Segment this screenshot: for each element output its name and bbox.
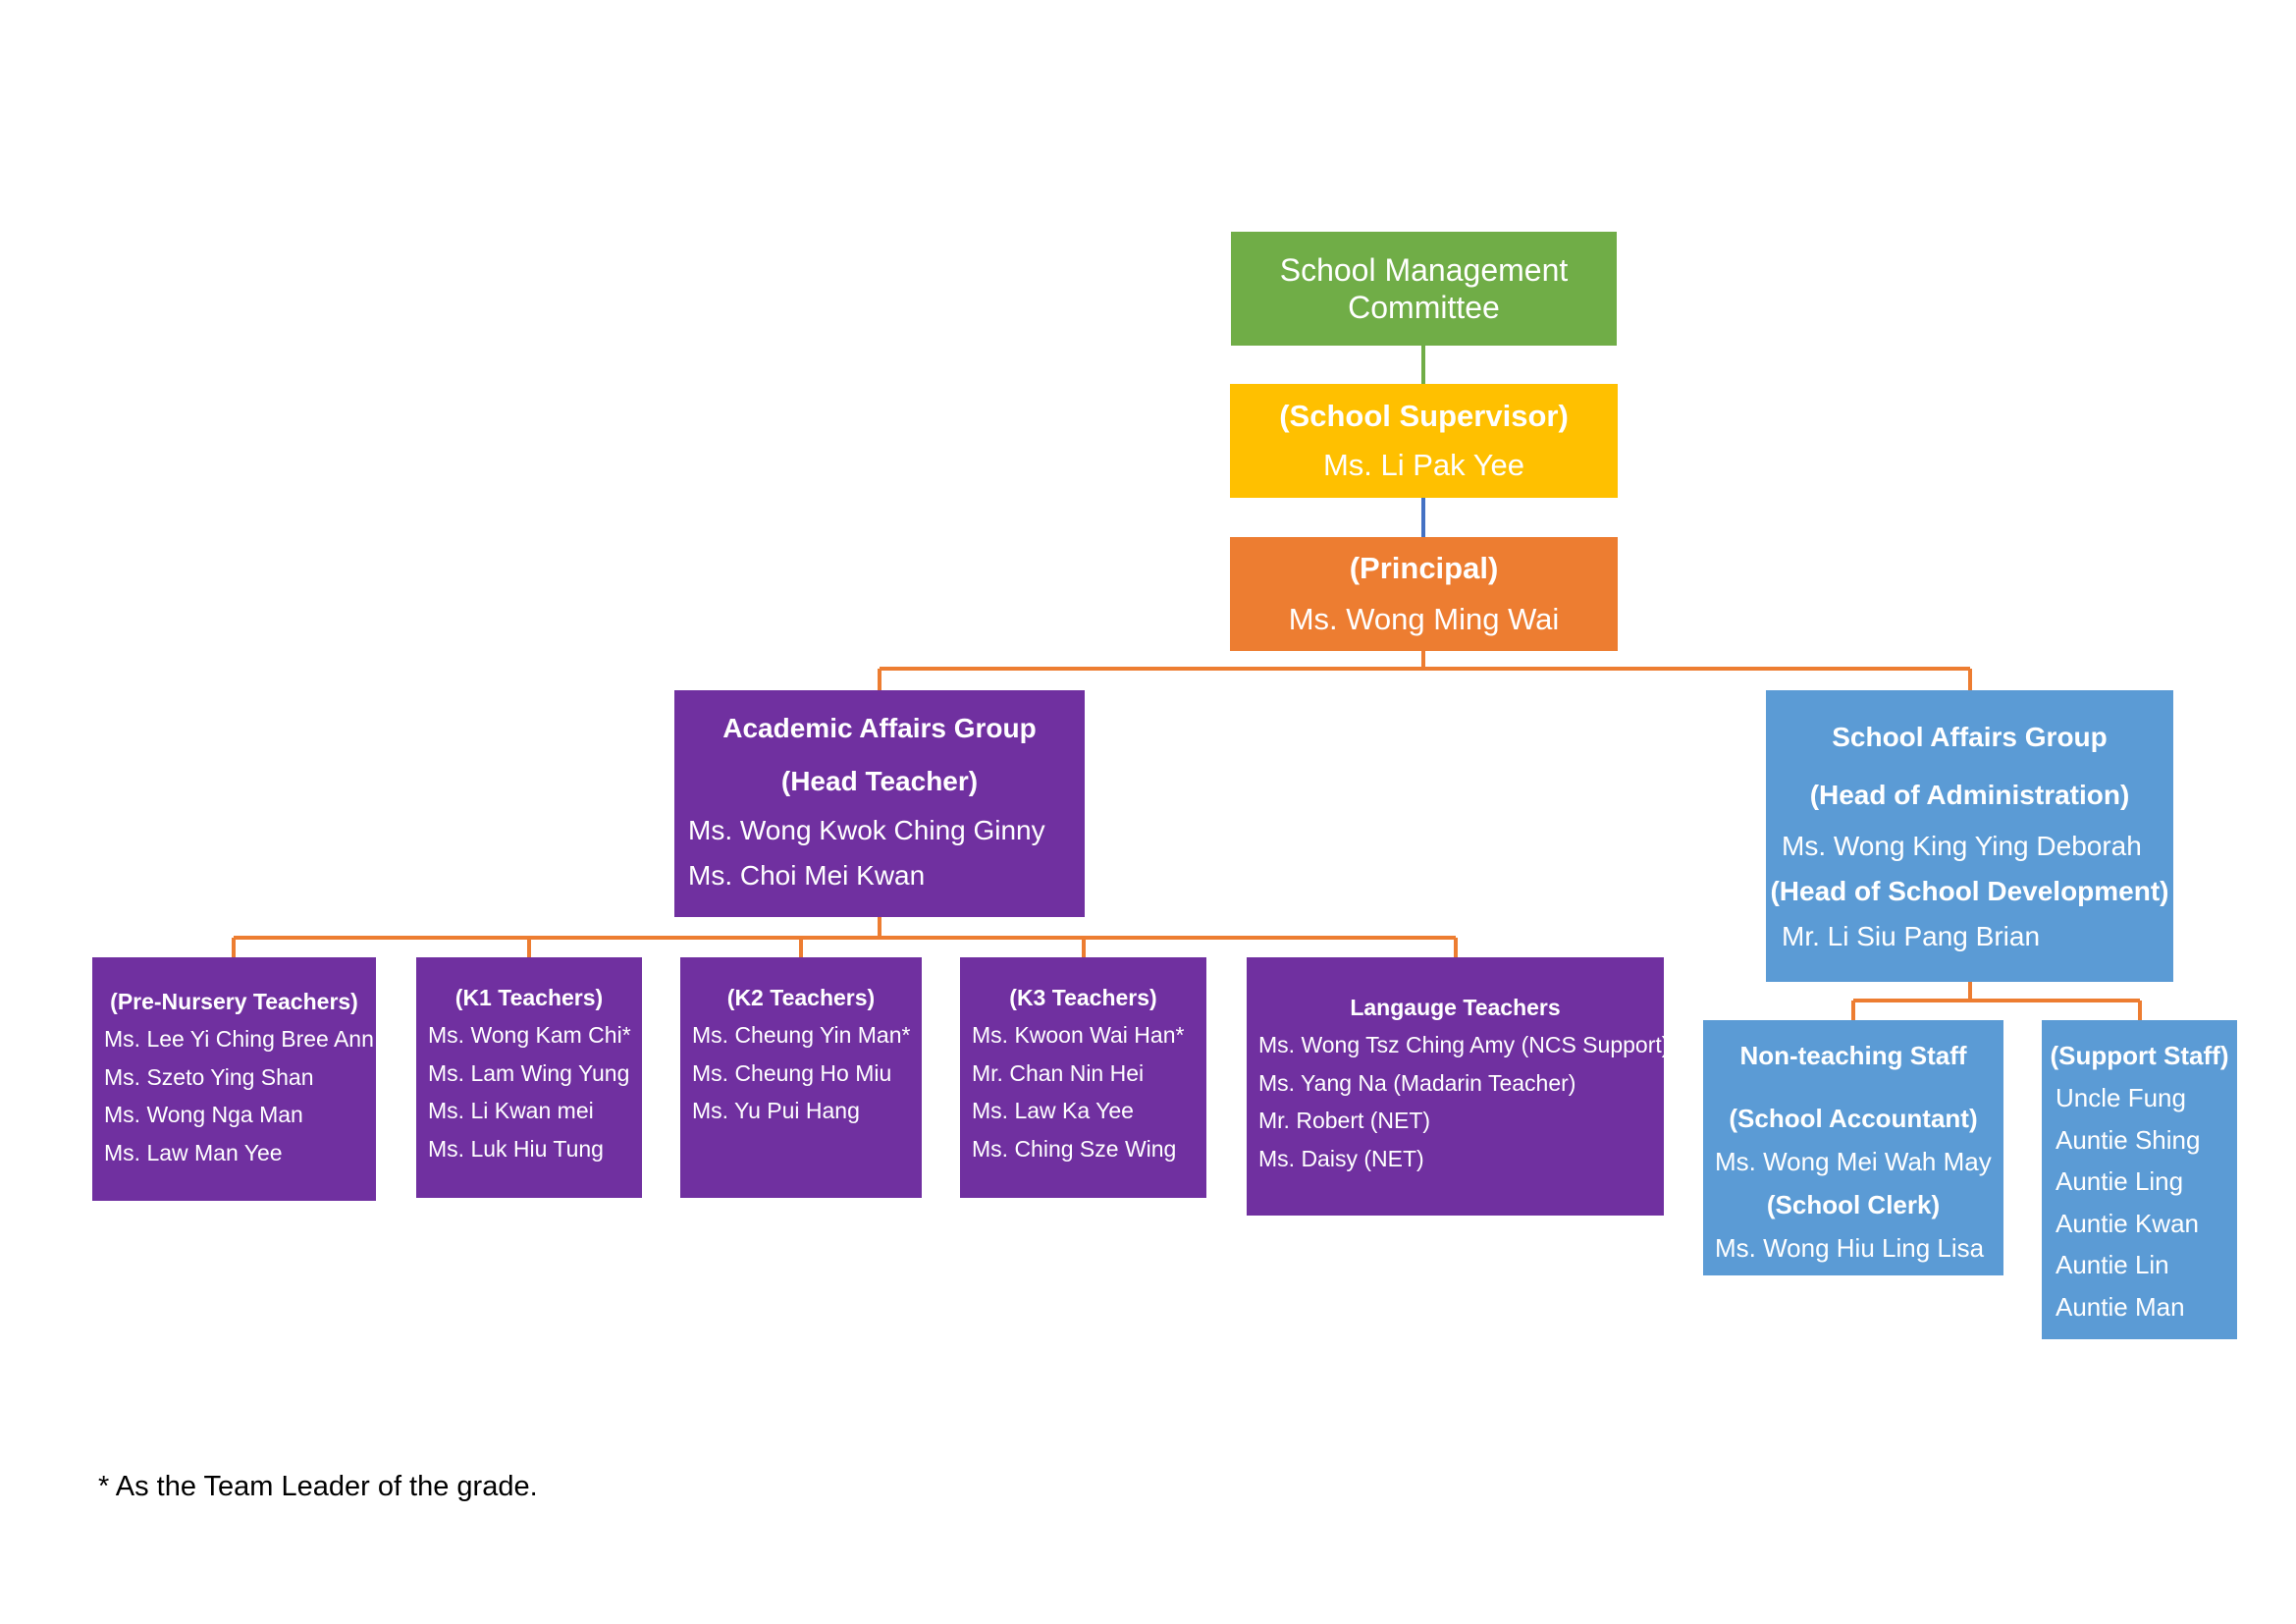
teacher-name: Ms. Wong Kam Chi* — [428, 1022, 631, 1048]
head-teacher-name: Ms. Choi Mei Kwan — [688, 860, 926, 891]
school-affairs-group-box: School Affairs Group (Head of Administra… — [1766, 690, 2173, 982]
teacher-name: Ms. Yang Na (Madarin Teacher) — [1258, 1069, 1576, 1096]
k2-teachers-box: (K2 Teachers) Ms. Cheung Yin Man* Ms. Ch… — [680, 957, 922, 1198]
teacher-name: Ms. Luk Hiu Tung — [428, 1135, 604, 1162]
connector-school-affairs-staff — [1851, 982, 2142, 1020]
teacher-name: Ms. Yu Pui Hang — [692, 1098, 860, 1123]
school-supervisor-box: (School Supervisor) Ms. Li Pak Yee — [1230, 384, 1618, 498]
committee-label-line1: School Management — [1279, 252, 1569, 288]
school-affairs-group-title: School Affairs Group — [1832, 722, 2108, 752]
head-teacher-role: (Head Teacher) — [780, 766, 979, 796]
connector-academic-teachers — [232, 917, 1458, 957]
principal-name: Ms. Wong Ming Wai — [1288, 602, 1560, 636]
head-of-administration-role: (Head of Administration) — [1809, 780, 2130, 810]
pre-nursery-teachers-box: (Pre-Nursery Teachers) Ms. Lee Yi Ching … — [92, 957, 376, 1201]
head-teacher-name: Ms. Wong Kwok Ching Ginny — [688, 815, 1045, 845]
teacher-name: Mr. Robert (NET) — [1258, 1108, 1431, 1133]
non-teaching-title: Non-teaching Staff — [1739, 1041, 1967, 1070]
academic-affairs-group-box: Academic Affairs Group (Head Teacher) Ms… — [674, 690, 1085, 917]
school-clerk-name: Ms. Wong Hiu Ling Lisa — [1715, 1233, 1985, 1263]
staff-name: Auntie Kwan — [2056, 1208, 2199, 1238]
support-staff-title: (Support Staff) — [2050, 1041, 2229, 1070]
teacher-name: Ms. Law Man Yee — [104, 1139, 283, 1165]
k3-title: (K3 Teachers) — [1009, 985, 1157, 1010]
teacher-name: Ms. Ching Sze Wing — [972, 1135, 1177, 1162]
teacher-name: Ms. Li Kwan mei — [428, 1098, 594, 1123]
staff-name: Auntie Ling — [2056, 1166, 2184, 1196]
teacher-name: Ms. Cheung Ho Miu — [692, 1059, 892, 1086]
staff-name: Auntie Shing — [2056, 1124, 2201, 1155]
principal-box: (Principal) Ms. Wong Ming Wai — [1230, 537, 1618, 651]
school-accountant-name: Ms. Wong Mei Wah May — [1715, 1147, 1992, 1176]
teacher-name: Ms. Lee Yi Ching Bree Ann — [104, 1026, 374, 1052]
k1-teachers-box: (K1 Teachers) Ms. Wong Kam Chi* Ms. Lam … — [416, 957, 642, 1198]
academic-group-title: Academic Affairs Group — [722, 713, 1037, 743]
staff-name: Auntie Lin — [2056, 1250, 2169, 1279]
k1-title: (K1 Teachers) — [454, 985, 604, 1010]
head-of-school-development-name: Mr. Li Siu Pang Brian — [1782, 921, 2041, 951]
head-of-administration-name: Ms. Wong King Ying Deborah — [1782, 831, 2142, 861]
supervisor-title: (School Supervisor) — [1279, 399, 1569, 433]
supervisor-name: Ms. Li Pak Yee — [1322, 448, 1525, 482]
teacher-name: Ms. Law Ka Yee — [972, 1098, 1134, 1123]
principal-title: (Principal) — [1349, 551, 1499, 585]
k2-title: (K2 Teachers) — [726, 985, 876, 1010]
committee-label-line2: Committee — [1348, 290, 1500, 325]
school-management-committee-box: School Management Committee — [1231, 232, 1617, 346]
k3-teachers-box: (K3 Teachers) Ms. Kwoon Wai Han* Mr. Cha… — [960, 957, 1206, 1198]
school-clerk-role: (School Clerk) — [1766, 1190, 1941, 1219]
teacher-name: Ms. Wong Tsz Ching Amy (NCS Support) — [1258, 1032, 1670, 1057]
teacher-name: Ms. Kwoon Wai Han* — [972, 1022, 1185, 1048]
non-teaching-staff-box: Non-teaching Staff (School Accountant) M… — [1703, 1020, 2003, 1275]
teacher-name: Ms. Cheung Yin Man* — [692, 1022, 911, 1048]
head-of-school-development-role: (Head of School Development) — [1770, 876, 2169, 906]
connector-principal-groups — [878, 651, 1972, 690]
support-staff-box: (Support Staff) Uncle Fung Auntie Shing … — [2042, 1020, 2237, 1339]
pre-nursery-title: (Pre-Nursery Teachers) — [110, 989, 358, 1014]
school-accountant-role: (School Accountant) — [1729, 1104, 1978, 1133]
language-title: Langauge Teachers — [1350, 995, 1561, 1020]
language-teachers-box: Langauge Teachers Ms. Wong Tsz Ching Amy… — [1247, 957, 1670, 1216]
teacher-name: Ms. Wong Nga Man — [104, 1102, 303, 1127]
teacher-name: Ms. Daisy (NET) — [1258, 1145, 1424, 1171]
teacher-name: Ms. Szeto Ying Shan — [104, 1063, 314, 1090]
footnote: * As the Team Leader of the grade. — [98, 1471, 538, 1502]
staff-name: Auntie Man — [2056, 1291, 2185, 1322]
staff-name: Uncle Fung — [2056, 1083, 2186, 1112]
teacher-name: Ms. Lam Wing Yung — [428, 1059, 630, 1086]
teacher-name: Mr. Chan Nin Hei — [972, 1059, 1145, 1086]
